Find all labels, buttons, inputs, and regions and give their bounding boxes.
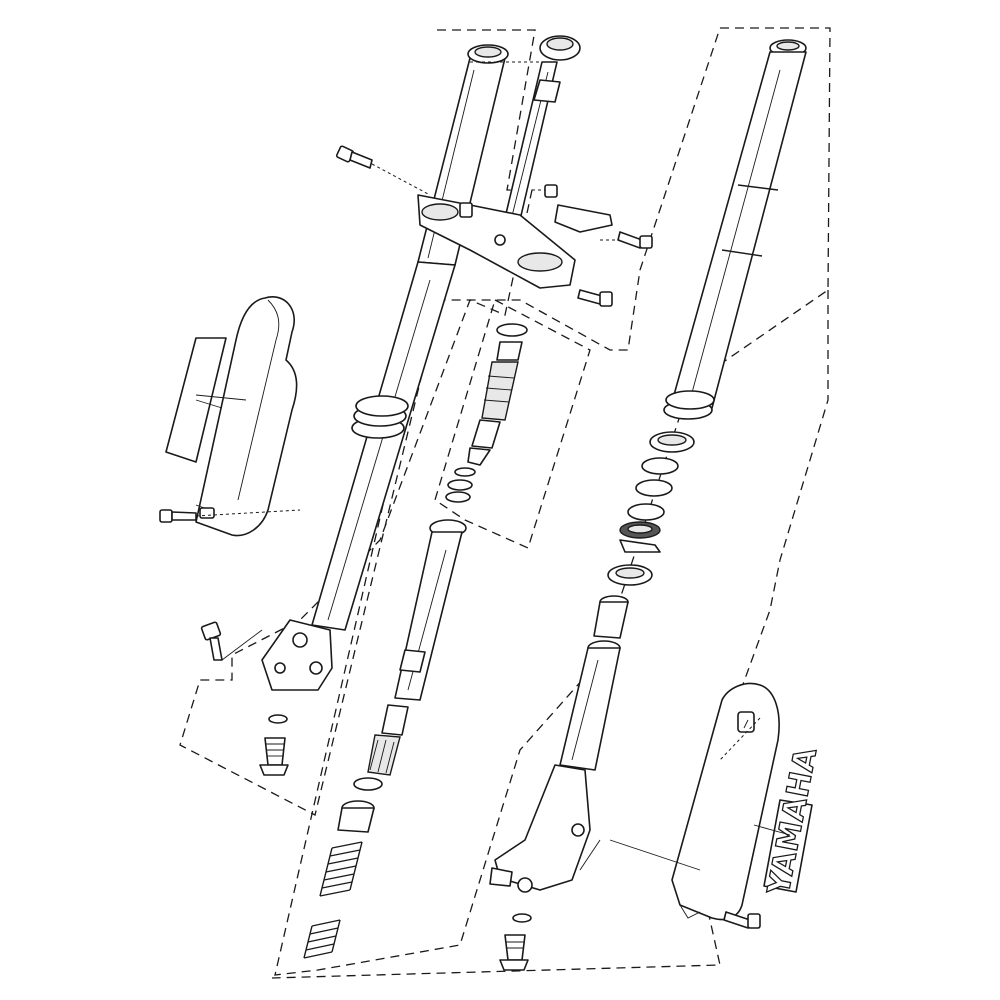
right-bushing [593, 595, 629, 639]
right-tube-collar [663, 390, 715, 420]
left-washer [268, 714, 288, 724]
damper-rod-assembly [467, 341, 523, 466]
fork-spring-upper [319, 841, 363, 897]
leader-line [719, 717, 761, 761]
right-inner-tube [671, 39, 807, 409]
right-guard-bolt [723, 911, 761, 929]
right-fork-assembly-boundary [274, 27, 831, 976]
oil-seal-stack [607, 431, 695, 586]
brake-hose-holder [544, 184, 653, 249]
damper-orings [445, 467, 476, 503]
cartridge-tube [394, 519, 467, 701]
left-tube-collar-ring [351, 395, 409, 439]
left-drain-bolt [259, 737, 289, 776]
leader-line [609, 839, 701, 871]
damper-oring-top [496, 323, 528, 337]
left-axle-bracket [261, 619, 333, 691]
clamp-pinch-bolt-lower [577, 289, 613, 307]
leader-line [195, 394, 247, 401]
right-outer-boundary [271, 290, 829, 979]
right-washer [512, 913, 532, 923]
damper-group-boundary [434, 299, 591, 549]
right-drain-bolt [499, 934, 529, 971]
leader-line [753, 824, 791, 836]
left-outer-tube [311, 261, 456, 631]
leader-line [579, 839, 601, 871]
left-guard-sticker [165, 337, 227, 463]
clamp-pinch-bolt-upper [335, 145, 431, 196]
fork-spring-lower [303, 919, 341, 959]
lower-triple-clamp [417, 194, 576, 289]
spring-guide [337, 800, 375, 833]
left-fork-assembly-boundary [179, 29, 536, 816]
right-axle-bracket [489, 764, 591, 893]
left-guard-bolt [159, 509, 301, 523]
left-fork-guard [195, 296, 298, 537]
left-bracket-bolt [200, 621, 263, 661]
right-outer-tube [559, 640, 621, 771]
cartridge-oring [353, 777, 383, 791]
cartridge-lower-spline [367, 704, 409, 776]
stem-top-bearing [539, 35, 581, 61]
